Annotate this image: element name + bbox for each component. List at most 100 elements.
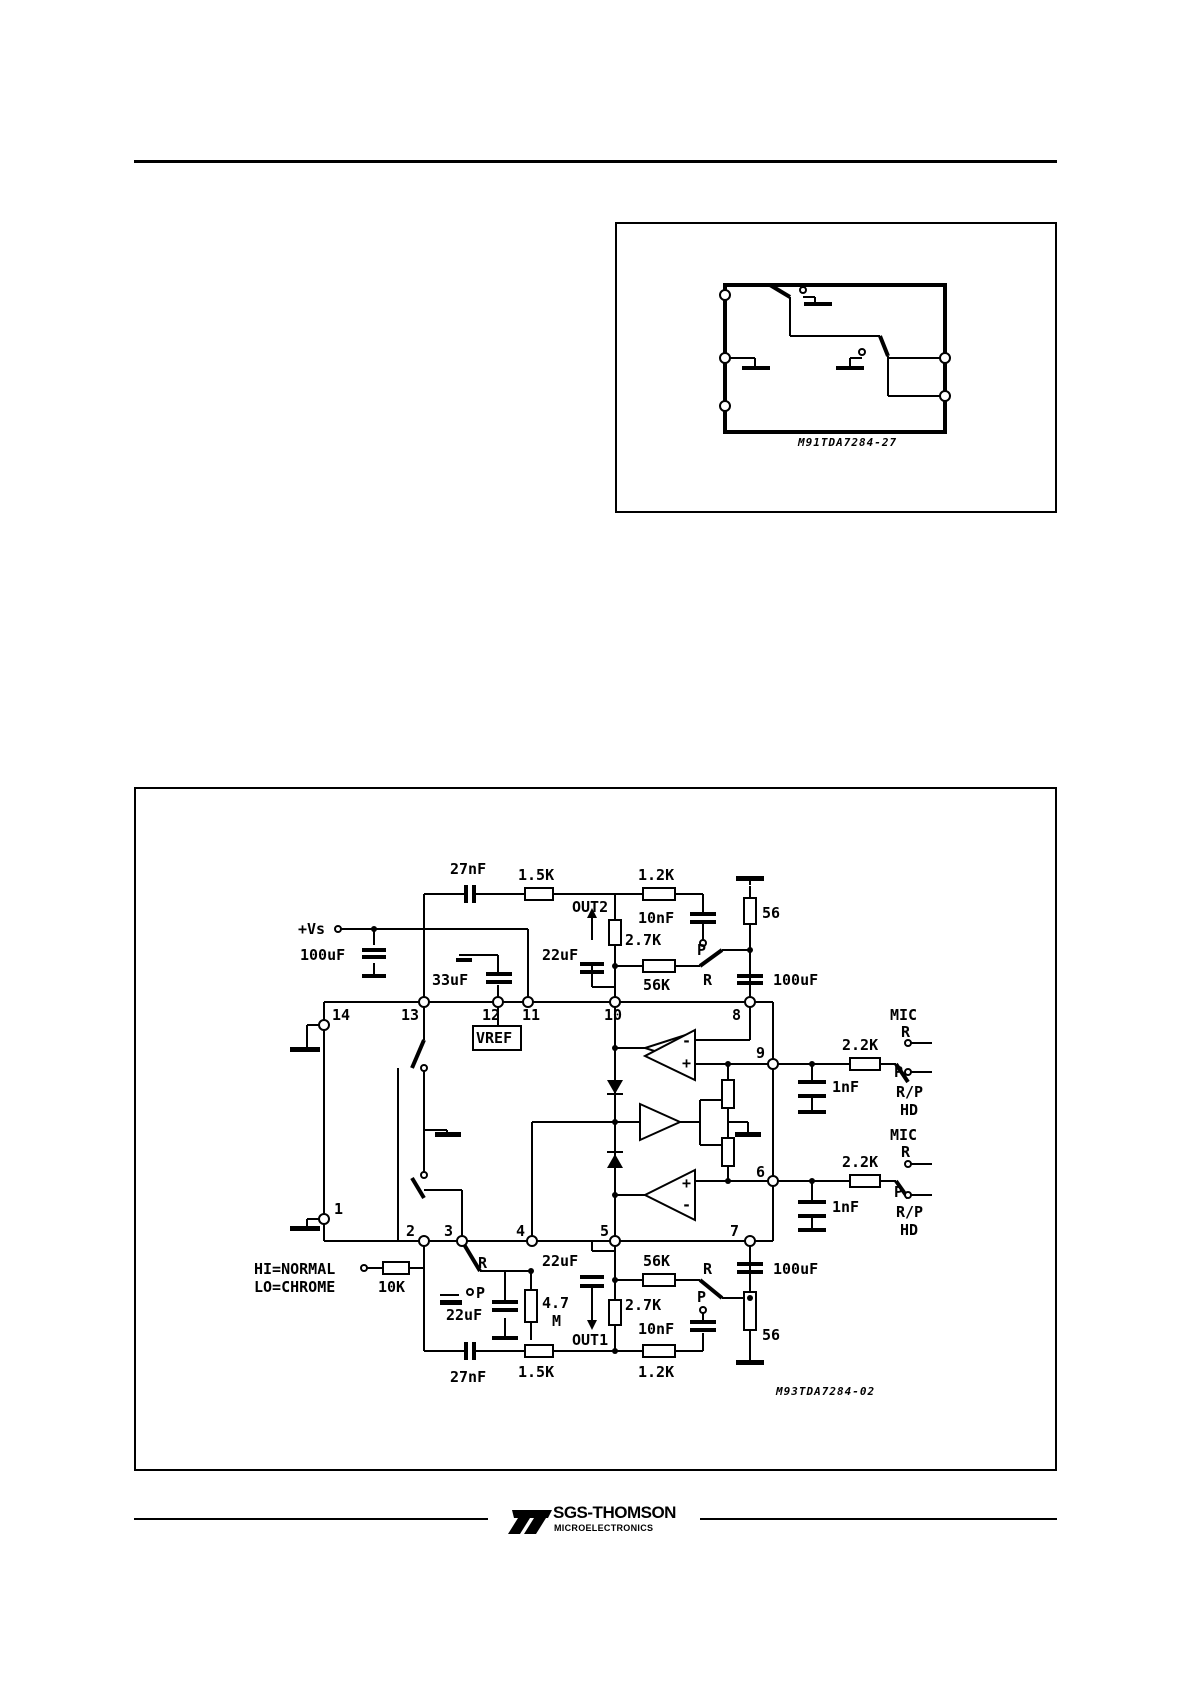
ground-symbol (736, 876, 764, 881)
pin-label: 3 (444, 1222, 453, 1240)
capacitor-27nf-top (464, 885, 476, 903)
op-amp-upper-body (642, 1028, 696, 1082)
junction-dot (371, 926, 377, 932)
op-amp-plus-label: + (682, 1174, 691, 1192)
resistor-1-2k-bot (642, 1344, 676, 1358)
capacitor-22uf-low (492, 1300, 518, 1340)
out2-arrow (587, 908, 597, 918)
terminal-node (719, 352, 731, 364)
capacitor-100uf-top (737, 974, 763, 985)
pin-label: 10 (604, 1006, 622, 1024)
junction-dot (528, 1268, 534, 1274)
pin-node (522, 996, 534, 1008)
capacitor-33uf (456, 958, 512, 984)
label: 56 (762, 904, 780, 922)
pin-label: 1 (334, 1200, 343, 1218)
ground-symbol (290, 1047, 320, 1052)
label: 22uF (542, 946, 578, 964)
resistor-2-2k-a (849, 1057, 881, 1071)
pin-node (418, 1235, 430, 1247)
pin-label: 14 (332, 1006, 350, 1024)
ground-symbol (435, 1132, 461, 1137)
label: R (901, 1143, 911, 1161)
label: P (697, 1288, 706, 1306)
junction-dot (725, 1178, 731, 1184)
label: 1.5K (518, 866, 554, 884)
label: 10nF (638, 1320, 674, 1338)
ground-symbol (735, 1132, 761, 1137)
pin-label: 8 (732, 1006, 741, 1024)
label: MIC (890, 1006, 917, 1024)
pin-node (767, 1058, 779, 1070)
diode-lower (607, 1154, 623, 1168)
junction-dot (612, 1045, 618, 1051)
pin-label: 13 (401, 1006, 419, 1024)
label: 10nF (638, 909, 674, 927)
label: P (894, 1183, 903, 1201)
pin-label: 12 (482, 1006, 500, 1024)
resistor-1-5k-top (524, 887, 554, 901)
figure-2-panel (134, 787, 1057, 1471)
capacitor-22uf-top (580, 962, 604, 987)
ground-symbol (736, 1360, 764, 1365)
label: 1nF (832, 1198, 859, 1216)
label: 22uF (542, 1252, 578, 1270)
op-amp-minus-label: - (682, 1032, 691, 1050)
resistor-4-7m (524, 1289, 538, 1323)
label: HD (900, 1101, 918, 1119)
figure-2-wiring (306, 880, 932, 1360)
vref-block (472, 1025, 522, 1051)
label: 1.2K (638, 866, 674, 884)
switch-contact (904, 1191, 912, 1199)
ground-symbol (290, 1226, 320, 1231)
figure-2-labels: 27nF 1.5K 1.2K 56 OUT2 10nF P 2.7K 22uF … (254, 860, 923, 1398)
label: 33uF (432, 971, 468, 989)
switch-contact (699, 1306, 707, 1314)
resistor-10k (382, 1261, 410, 1275)
pin-label: 9 (756, 1044, 765, 1062)
pin-label: 6 (756, 1163, 765, 1181)
footer-brand: SGS-THOMSON (553, 1503, 676, 1522)
footer-rule-right (700, 1518, 1057, 1520)
switch-contact (904, 1068, 912, 1076)
capacitor-100uf-bot (737, 1262, 763, 1274)
terminal-node (719, 400, 731, 412)
figure-2-nodes (318, 925, 912, 1354)
label: OUT2 (572, 898, 608, 916)
out1-arrow (587, 1320, 597, 1330)
pin-node (456, 1235, 468, 1247)
label: P (476, 1284, 485, 1302)
switch-contact (904, 1039, 912, 1047)
pin-label: 2 (406, 1222, 415, 1240)
buffer-amp (639, 1102, 683, 1142)
resistor-1-2k-top (642, 887, 676, 901)
label: 56K (643, 1252, 670, 1270)
junction-dot (747, 947, 753, 953)
junction-dot (612, 1119, 618, 1125)
label: R (703, 1260, 713, 1278)
label: M (552, 1312, 561, 1330)
label: 100uF (300, 946, 345, 964)
ground-symbol (440, 1300, 462, 1305)
capacitor-10nf-top (690, 912, 716, 940)
resistor-2-7k-bot (608, 1299, 622, 1326)
capacitor-22uf-bot (580, 1275, 604, 1288)
label: 2.2K (842, 1036, 878, 1054)
header-rule (134, 160, 1057, 163)
pin-node (318, 1213, 330, 1225)
resistor-56k-top (642, 959, 676, 973)
label: 2.2K (842, 1153, 878, 1171)
figure-2-components (290, 876, 881, 1365)
label: R (703, 971, 713, 989)
label: 22uF (446, 1306, 482, 1324)
junction-dot (809, 1061, 815, 1067)
pin-node (744, 996, 756, 1008)
switch-contact (420, 1171, 428, 1179)
pin-node (767, 1175, 779, 1187)
label: HD (900, 1221, 918, 1239)
label: 10K (378, 1278, 405, 1296)
op-amp-plus-label: + (682, 1054, 691, 1072)
label: 1.5K (518, 1363, 554, 1381)
pin-label: 4 (516, 1222, 525, 1240)
